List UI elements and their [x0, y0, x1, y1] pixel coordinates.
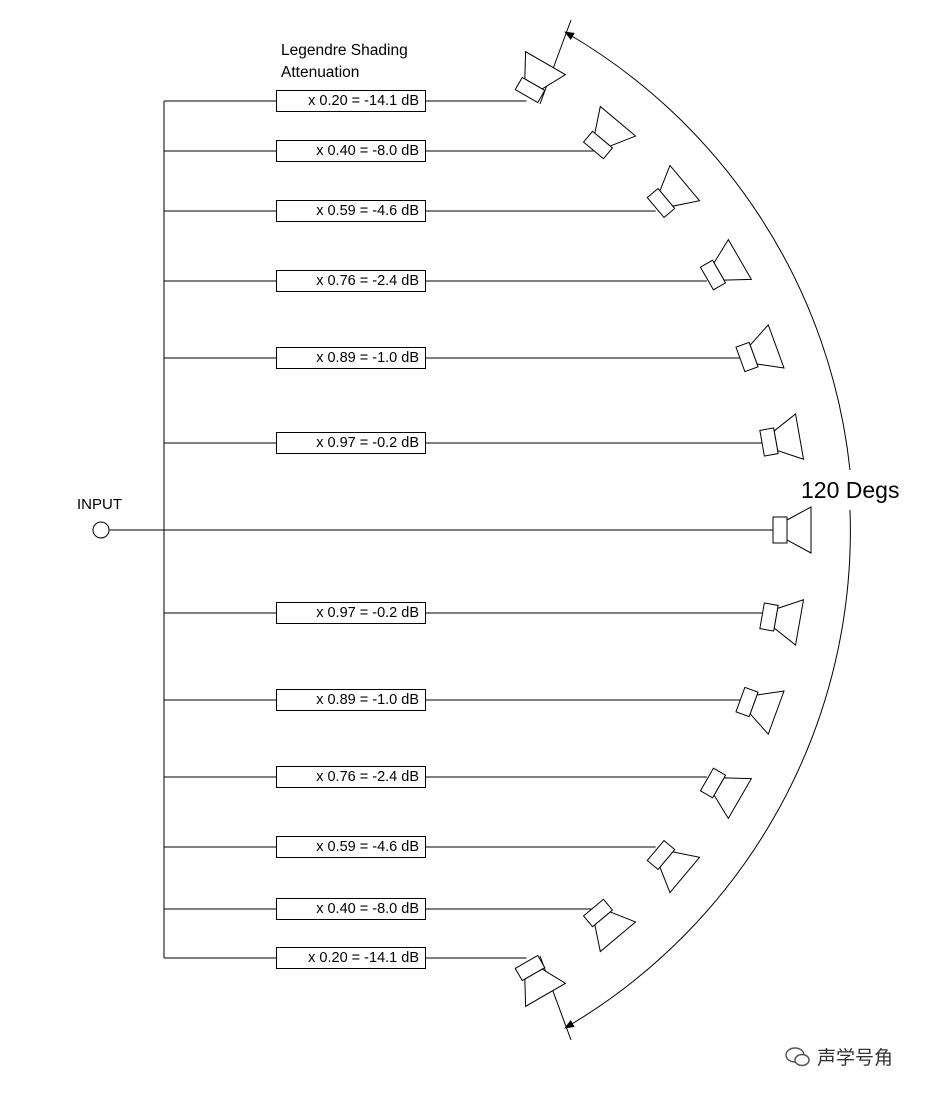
- speaker-icon: [514, 50, 567, 104]
- coverage-tick-bottom: [539, 955, 572, 1041]
- wechat-icon: [785, 1046, 810, 1066]
- attenuation-box: x 0.20 = -14.1 dB: [276, 947, 426, 969]
- speaker-icon: [582, 898, 637, 953]
- watermark: 声学号角: [785, 1043, 893, 1070]
- speaker-icon: [735, 686, 785, 736]
- attenuation-box: x 0.97 = -0.2 dB: [276, 432, 426, 454]
- speaker-icon: [646, 839, 701, 894]
- title-line-1: Legendre Shading: [281, 42, 408, 59]
- attenuation-box: x 0.97 = -0.2 dB: [276, 602, 426, 624]
- speaker-icon: [699, 238, 753, 291]
- attenuation-box: x 0.89 = -1.0 dB: [276, 689, 426, 711]
- speaker-icon: [772, 506, 812, 554]
- speaker-icon: [514, 954, 567, 1008]
- speaker-icon: [759, 598, 805, 646]
- attenuation-box: x 0.59 = -4.6 dB: [276, 836, 426, 858]
- speaker-icon: [759, 413, 805, 461]
- speaker-icon: [735, 323, 785, 373]
- speaker-icon: [582, 105, 637, 160]
- attenuation-box: x 0.76 = -2.4 dB: [276, 766, 426, 788]
- speaker-icon: [646, 164, 701, 219]
- watermark-text: 声学号角: [817, 1048, 894, 1069]
- attenuation-box: x 0.76 = -2.4 dB: [276, 270, 426, 292]
- title-line-2: Attenuation: [281, 64, 360, 81]
- attenuation-box: x 0.20 = -14.1 dB: [276, 90, 426, 112]
- input-label: INPUT: [77, 496, 122, 513]
- attenuation-box: x 0.40 = -8.0 dB: [276, 140, 426, 162]
- input-terminal: [92, 521, 110, 539]
- attenuation-box: x 0.89 = -1.0 dB: [276, 347, 426, 369]
- angle-label: 120 Degs: [799, 477, 902, 504]
- attenuation-box: x 0.40 = -8.0 dB: [276, 898, 426, 920]
- coverage-tick-top: [539, 19, 572, 105]
- coverage-arc-top: [564, 31, 851, 471]
- attenuation-box: x 0.59 = -4.6 dB: [276, 200, 426, 222]
- coverage-arc-bottom: [564, 509, 851, 1029]
- speaker-icon: [699, 767, 753, 820]
